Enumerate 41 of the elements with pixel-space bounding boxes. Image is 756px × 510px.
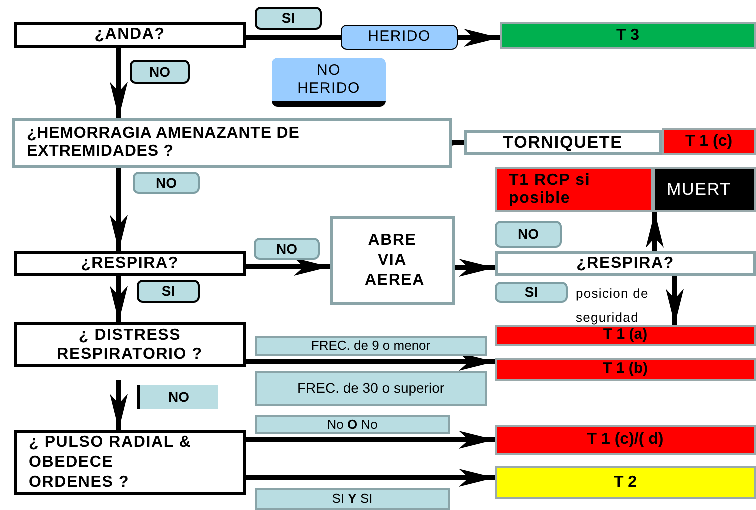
category-box: T 1 (c) bbox=[662, 128, 756, 155]
condition-tag: FREC. de 30 o superior bbox=[255, 371, 487, 406]
answer-tag: NO bbox=[130, 60, 190, 84]
question-box: ¿RESPIRA? bbox=[14, 251, 246, 276]
arrow bbox=[246, 258, 330, 276]
condition-tag: No O No bbox=[255, 415, 450, 434]
condition-tag: FREC. de 9 o menor bbox=[255, 336, 487, 356]
action-box: ABRE VIA AEREA bbox=[330, 216, 455, 305]
question-box: ¿HEMORRAGIA AMENAZANTE DE EXTREMIDADES ? bbox=[12, 118, 452, 168]
category-box: T 2 bbox=[495, 466, 756, 499]
question-box: ¿RESPIRA? bbox=[495, 251, 756, 276]
category-box: T 1 (a) bbox=[495, 325, 756, 346]
arrow bbox=[246, 431, 495, 449]
category-box: MUERT bbox=[653, 167, 756, 212]
arrow bbox=[666, 276, 684, 325]
arrow bbox=[646, 212, 664, 251]
answer-tag: NO bbox=[137, 385, 218, 409]
answer-tag: NO bbox=[254, 238, 320, 260]
action-box: TORNIQUETE bbox=[464, 130, 662, 155]
note-text: posicion de seguridad bbox=[576, 285, 650, 327]
arrow bbox=[455, 259, 495, 277]
condition-tag: NO HERIDO bbox=[272, 58, 386, 107]
question-box: ¿ DISTRESS RESPIRATORIO ? bbox=[14, 322, 246, 367]
answer-tag: SI bbox=[137, 280, 200, 303]
category-box: T 3 bbox=[500, 22, 756, 49]
question-box: ¿ PULSO RADIAL & OBEDECE ORDENES ? bbox=[14, 430, 246, 495]
arrow bbox=[110, 380, 128, 430]
arrow bbox=[458, 29, 500, 47]
condition-tag: SI Y SI bbox=[255, 488, 450, 510]
answer-tag: NO bbox=[133, 172, 200, 194]
arrow bbox=[110, 276, 128, 322]
condition-tag: HERIDO bbox=[341, 25, 458, 50]
category-box: T1 RCP si posible bbox=[495, 167, 653, 212]
category-box: T 1 (c)/( d) bbox=[495, 425, 756, 455]
question-box: ¿ANDA? bbox=[14, 22, 246, 48]
answer-tag: SI bbox=[495, 282, 568, 303]
arrow bbox=[110, 168, 128, 251]
arrow bbox=[110, 48, 128, 118]
category-box: T 1 (b) bbox=[495, 358, 756, 381]
answer-tag: NO bbox=[495, 221, 562, 248]
answer-tag: SI bbox=[255, 7, 322, 30]
